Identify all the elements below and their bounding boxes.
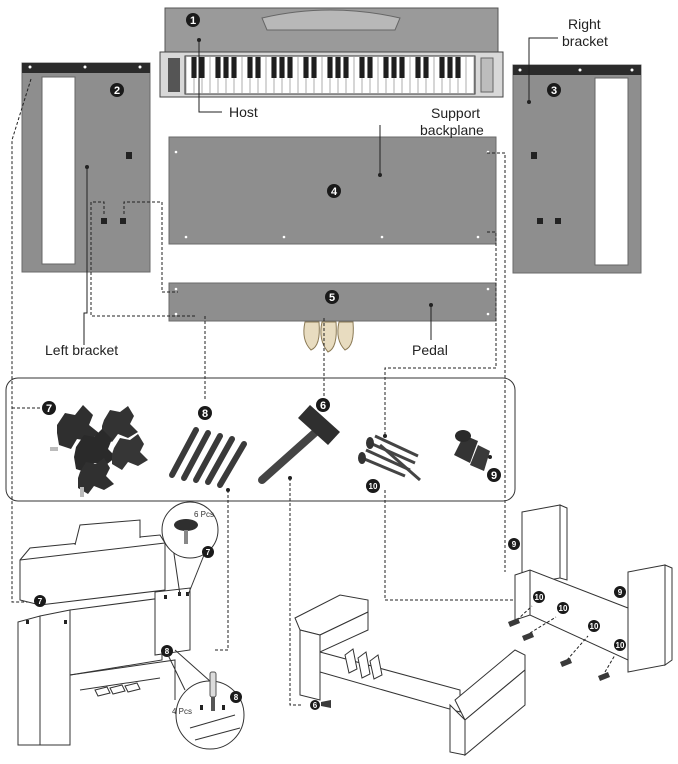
callout-8b: 8 bbox=[161, 645, 173, 657]
label-4pcs: 4 Pcs bbox=[172, 707, 192, 716]
callout-7b: 7 bbox=[34, 595, 46, 607]
svg-text:6: 6 bbox=[313, 701, 318, 710]
knob-screws bbox=[50, 405, 148, 497]
svg-text:10: 10 bbox=[616, 641, 625, 650]
label-right-bracket-2: bracket bbox=[562, 33, 608, 49]
svg-text:4: 4 bbox=[331, 186, 338, 198]
callout-2: 2 bbox=[110, 83, 124, 97]
host-keyboard bbox=[159, 7, 504, 98]
detail-bolt-circle bbox=[167, 649, 245, 750]
stand-frame-pedal bbox=[294, 594, 526, 757]
label-support-1: Support bbox=[431, 105, 480, 121]
svg-text:2: 2 bbox=[114, 85, 120, 97]
callout-7c: 7 bbox=[202, 546, 214, 558]
wood-screws bbox=[358, 434, 421, 482]
label-6pcs: 6 Pcs bbox=[194, 510, 214, 519]
stand-brackets-backplane bbox=[514, 504, 673, 673]
callout-6: 6 bbox=[316, 398, 330, 412]
svg-text:6: 6 bbox=[320, 400, 326, 412]
svg-text:9: 9 bbox=[512, 540, 517, 549]
callout-8: 8 bbox=[198, 406, 212, 420]
assembled-piano bbox=[17, 519, 191, 746]
callout-1: 1 bbox=[186, 13, 200, 27]
svg-text:8: 8 bbox=[234, 693, 239, 702]
long-bolts bbox=[169, 427, 247, 492]
callout-5: 5 bbox=[325, 290, 339, 304]
screw-arrows bbox=[508, 605, 616, 681]
hardware-tray bbox=[5, 377, 516, 502]
svg-text:10: 10 bbox=[369, 482, 378, 491]
svg-text:10: 10 bbox=[590, 622, 599, 631]
cam-nuts bbox=[454, 430, 492, 471]
svg-text:8: 8 bbox=[165, 647, 170, 656]
svg-text:1: 1 bbox=[190, 15, 196, 27]
svg-text:8: 8 bbox=[202, 408, 208, 420]
svg-text:10: 10 bbox=[559, 604, 568, 613]
svg-text:3: 3 bbox=[551, 85, 557, 97]
callout-7: 7 bbox=[42, 401, 56, 415]
label-host: Host bbox=[229, 104, 258, 120]
callout-3: 3 bbox=[547, 83, 561, 97]
callout-8c: 8 bbox=[230, 691, 242, 703]
svg-text:7: 7 bbox=[38, 597, 43, 606]
svg-text:10: 10 bbox=[535, 593, 544, 602]
callout-6b: 6 bbox=[310, 700, 331, 710]
left-bracket bbox=[21, 62, 151, 273]
svg-text:9: 9 bbox=[491, 470, 497, 482]
label-right-bracket-1: Right bbox=[568, 16, 601, 32]
label-left-bracket: Left bracket bbox=[45, 342, 118, 358]
callout-10: 10 bbox=[366, 479, 380, 493]
svg-text:9: 9 bbox=[618, 588, 623, 597]
svg-text:7: 7 bbox=[206, 548, 211, 557]
right-bracket bbox=[512, 64, 642, 274]
callout-9: 9 bbox=[487, 468, 501, 482]
callout-4: 4 bbox=[327, 184, 341, 198]
svg-text:7: 7 bbox=[46, 403, 52, 415]
label-support-2: backplane bbox=[420, 122, 484, 138]
label-pedal: Pedal bbox=[412, 342, 448, 358]
svg-text:5: 5 bbox=[329, 292, 335, 304]
black-keys bbox=[191, 57, 461, 78]
bottom-right-callouts: 9 9 10 10 10 10 bbox=[508, 538, 626, 651]
pedal-bolt bbox=[258, 405, 340, 484]
